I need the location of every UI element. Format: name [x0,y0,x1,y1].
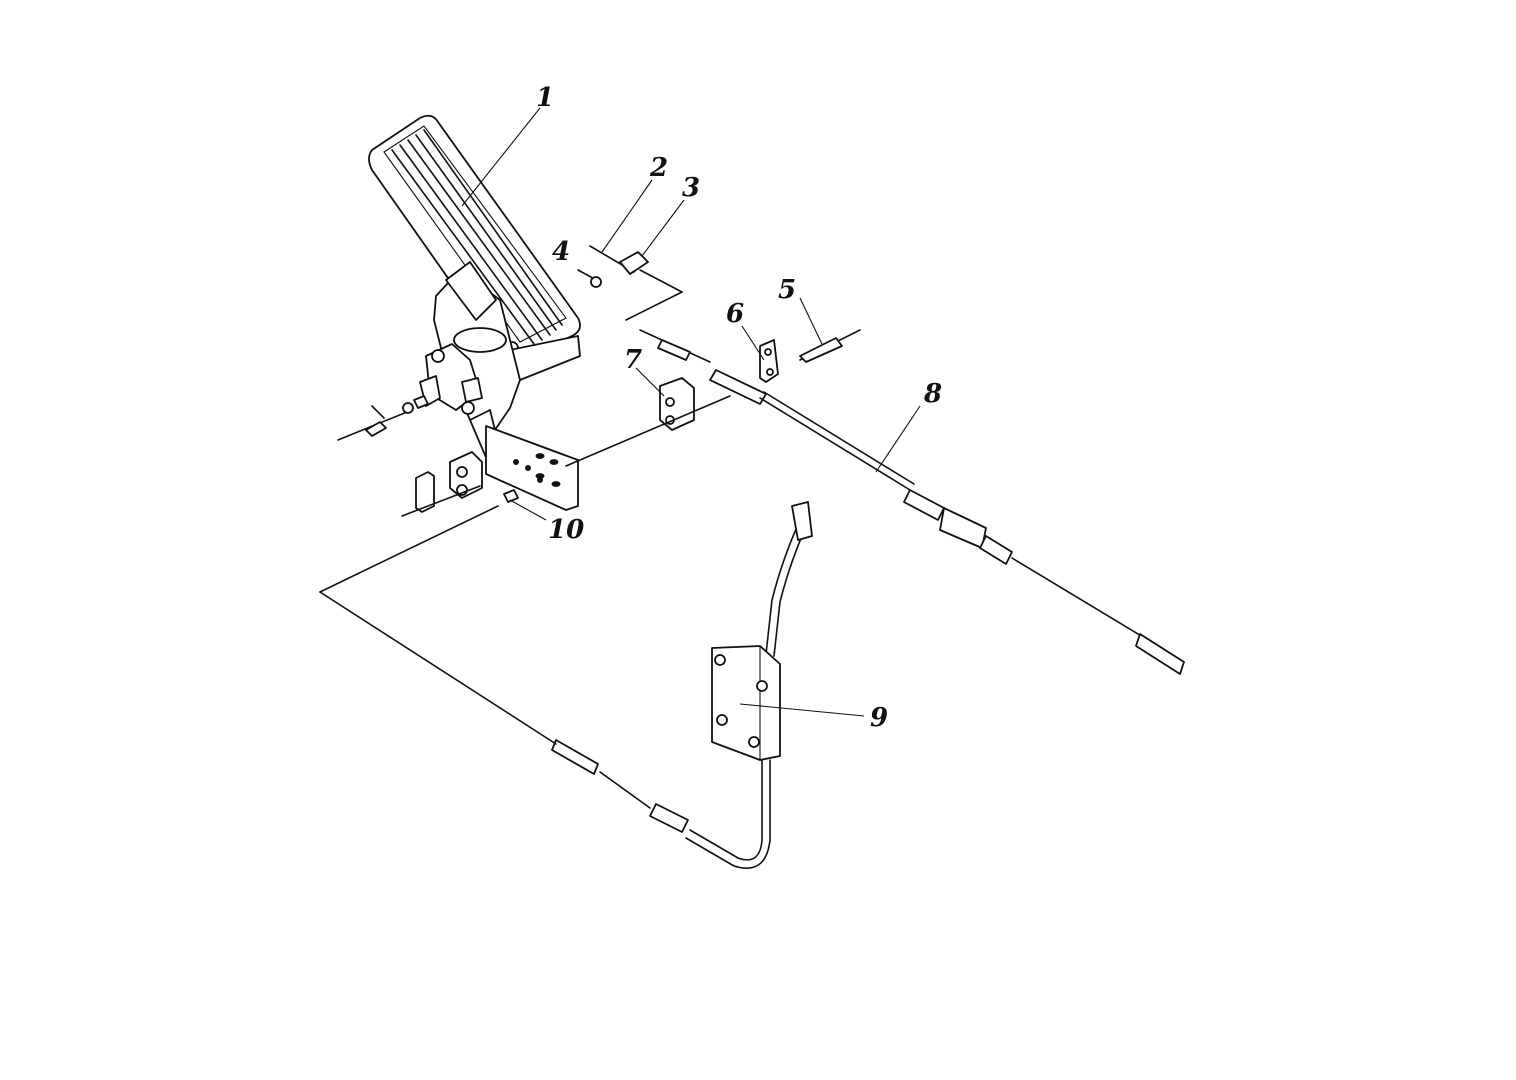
leader-lines [461,107,921,717]
leader-10 [509,499,547,521]
leader-8 [875,405,921,473]
callout-5: 5 [778,275,796,305]
callout-labels: 1 2 3 4 5 6 7 8 9 10 [536,83,942,733]
clip-bracket-left [401,451,519,517]
bolt-clip-bracket-5-6-7 [659,329,861,431]
callout-1: 1 [536,83,554,113]
callout-10: 10 [548,515,584,545]
callout-6: 6 [726,299,744,329]
leader-5 [799,297,823,345]
hand-throttle-lever [319,501,813,869]
leader-6 [741,325,765,361]
leader-7 [635,367,665,397]
leader-3 [641,199,685,257]
callout-3: 3 [682,173,700,203]
callout-4: 4 [552,237,570,267]
left-fastener-set [337,395,429,441]
callout-9: 9 [870,703,888,733]
callout-2: 2 [649,153,668,183]
throttle-cable [639,329,1185,675]
callout-8: 8 [923,379,942,409]
leader-2 [601,179,653,253]
callout-7: 7 [624,345,642,375]
leader-9 [739,703,865,717]
small-fasteners-2-3-4 [577,245,683,321]
accelerator-pedal [368,114,581,511]
leader-1 [461,107,541,207]
assembly-line-a [565,395,731,467]
